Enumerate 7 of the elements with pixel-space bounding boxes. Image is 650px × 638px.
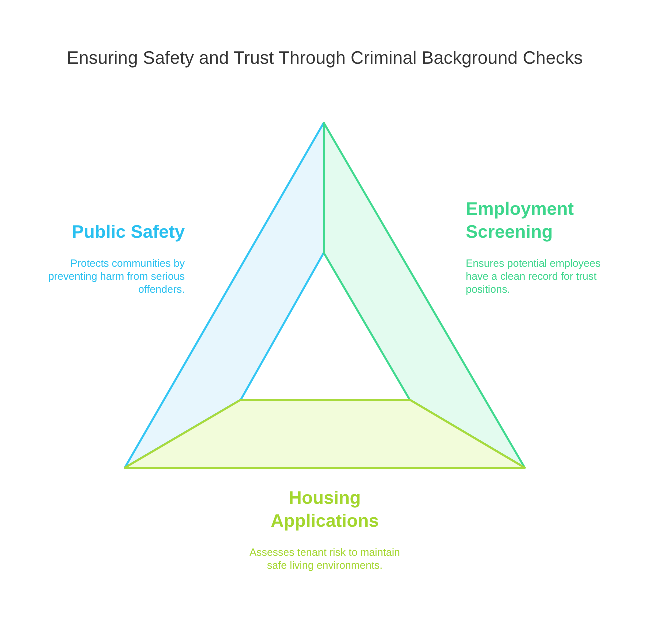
segment-description: Ensures potential employees have a clean record for trust positions. bbox=[466, 258, 602, 297]
segment-heading: Public Safety bbox=[70, 221, 185, 244]
segment-description: Protects communities by preventing harm from serious offenders. bbox=[47, 258, 185, 297]
segment-heading: Housing Applications bbox=[270, 487, 380, 533]
segment-heading: Employment Screening bbox=[466, 198, 576, 244]
diagram-title: Ensuring Safety and Trust Through Criminal Background Checks bbox=[66, 48, 584, 69]
segment-description: Assesses tenant risk to maintain safe living environments. bbox=[248, 547, 402, 573]
